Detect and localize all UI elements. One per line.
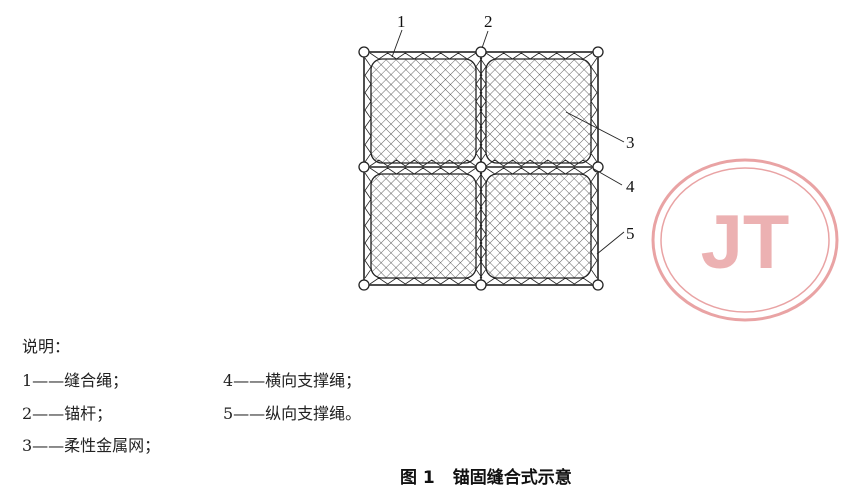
mesh-panel-bottom-left — [370, 173, 477, 279]
stitch-segment — [590, 172, 598, 279]
stitch-segment — [479, 57, 487, 163]
legend-item: 5——纵向支撑绳。 — [223, 404, 362, 423]
callout-1: 1 — [397, 12, 406, 31]
leader-line-5 — [596, 231, 625, 255]
jt-watermark: JT — [651, 158, 839, 322]
stitch-segment — [485, 167, 593, 175]
figure-number: 图 1 — [400, 468, 435, 488]
callout-3: 3 — [626, 133, 635, 152]
legend-item: 1——缝合绳； — [22, 371, 129, 390]
anchor-bolts — [358, 46, 604, 291]
stitching-rope — [364, 52, 598, 285]
leader-lines — [391, 29, 625, 255]
flexible-metal-mesh — [370, 58, 592, 279]
legend-item: 2——锚杆； — [22, 404, 113, 423]
stitch-segment — [475, 172, 483, 279]
leader-line-4 — [593, 168, 623, 186]
stitch-segment — [590, 57, 598, 163]
mesh-panel-bottom-right — [485, 173, 592, 279]
stitch-segment — [369, 277, 477, 285]
stitch-segment — [369, 52, 477, 60]
anchor-bolt — [475, 279, 487, 291]
anchor-bolt — [475, 46, 487, 58]
anchor-bolt — [592, 46, 604, 58]
leader-line-3 — [565, 111, 625, 143]
stitch-segment — [364, 57, 372, 163]
anchor-bolt — [358, 161, 370, 173]
callout-5: 5 — [626, 224, 635, 243]
stitch-segment — [485, 277, 593, 285]
legend-item: 3——柔性金属网； — [22, 436, 161, 455]
stitch-segment — [369, 167, 477, 175]
stitch-segment — [475, 57, 483, 163]
mesh-panel-top-right — [485, 58, 592, 164]
legend-item: 4——横向支撑绳； — [223, 371, 362, 390]
stitch-segment — [369, 159, 477, 167]
figure-title: 锚固缝合式示意 — [452, 468, 572, 488]
stitch-segment — [364, 172, 372, 279]
svg-text:JT: JT — [701, 200, 790, 285]
leader-line-1 — [391, 29, 403, 58]
callout-4: 4 — [626, 177, 635, 196]
anchor-bolt — [592, 161, 604, 173]
mesh-panel-top-left — [370, 58, 477, 164]
anchor-bolt — [358, 279, 370, 291]
stitch-segment — [485, 52, 593, 60]
anchor-bolt — [475, 161, 487, 173]
stitch-segment — [485, 159, 593, 167]
anchor-bolt — [358, 46, 370, 58]
callout-2: 2 — [484, 12, 493, 31]
legend-heading: 说明： — [22, 337, 71, 356]
leader-line-2 — [481, 30, 489, 49]
figure-caption: 图 1 锚固缝合式示意 — [400, 463, 572, 488]
anchor-bolt — [592, 279, 604, 291]
stitch-segment — [479, 172, 487, 279]
